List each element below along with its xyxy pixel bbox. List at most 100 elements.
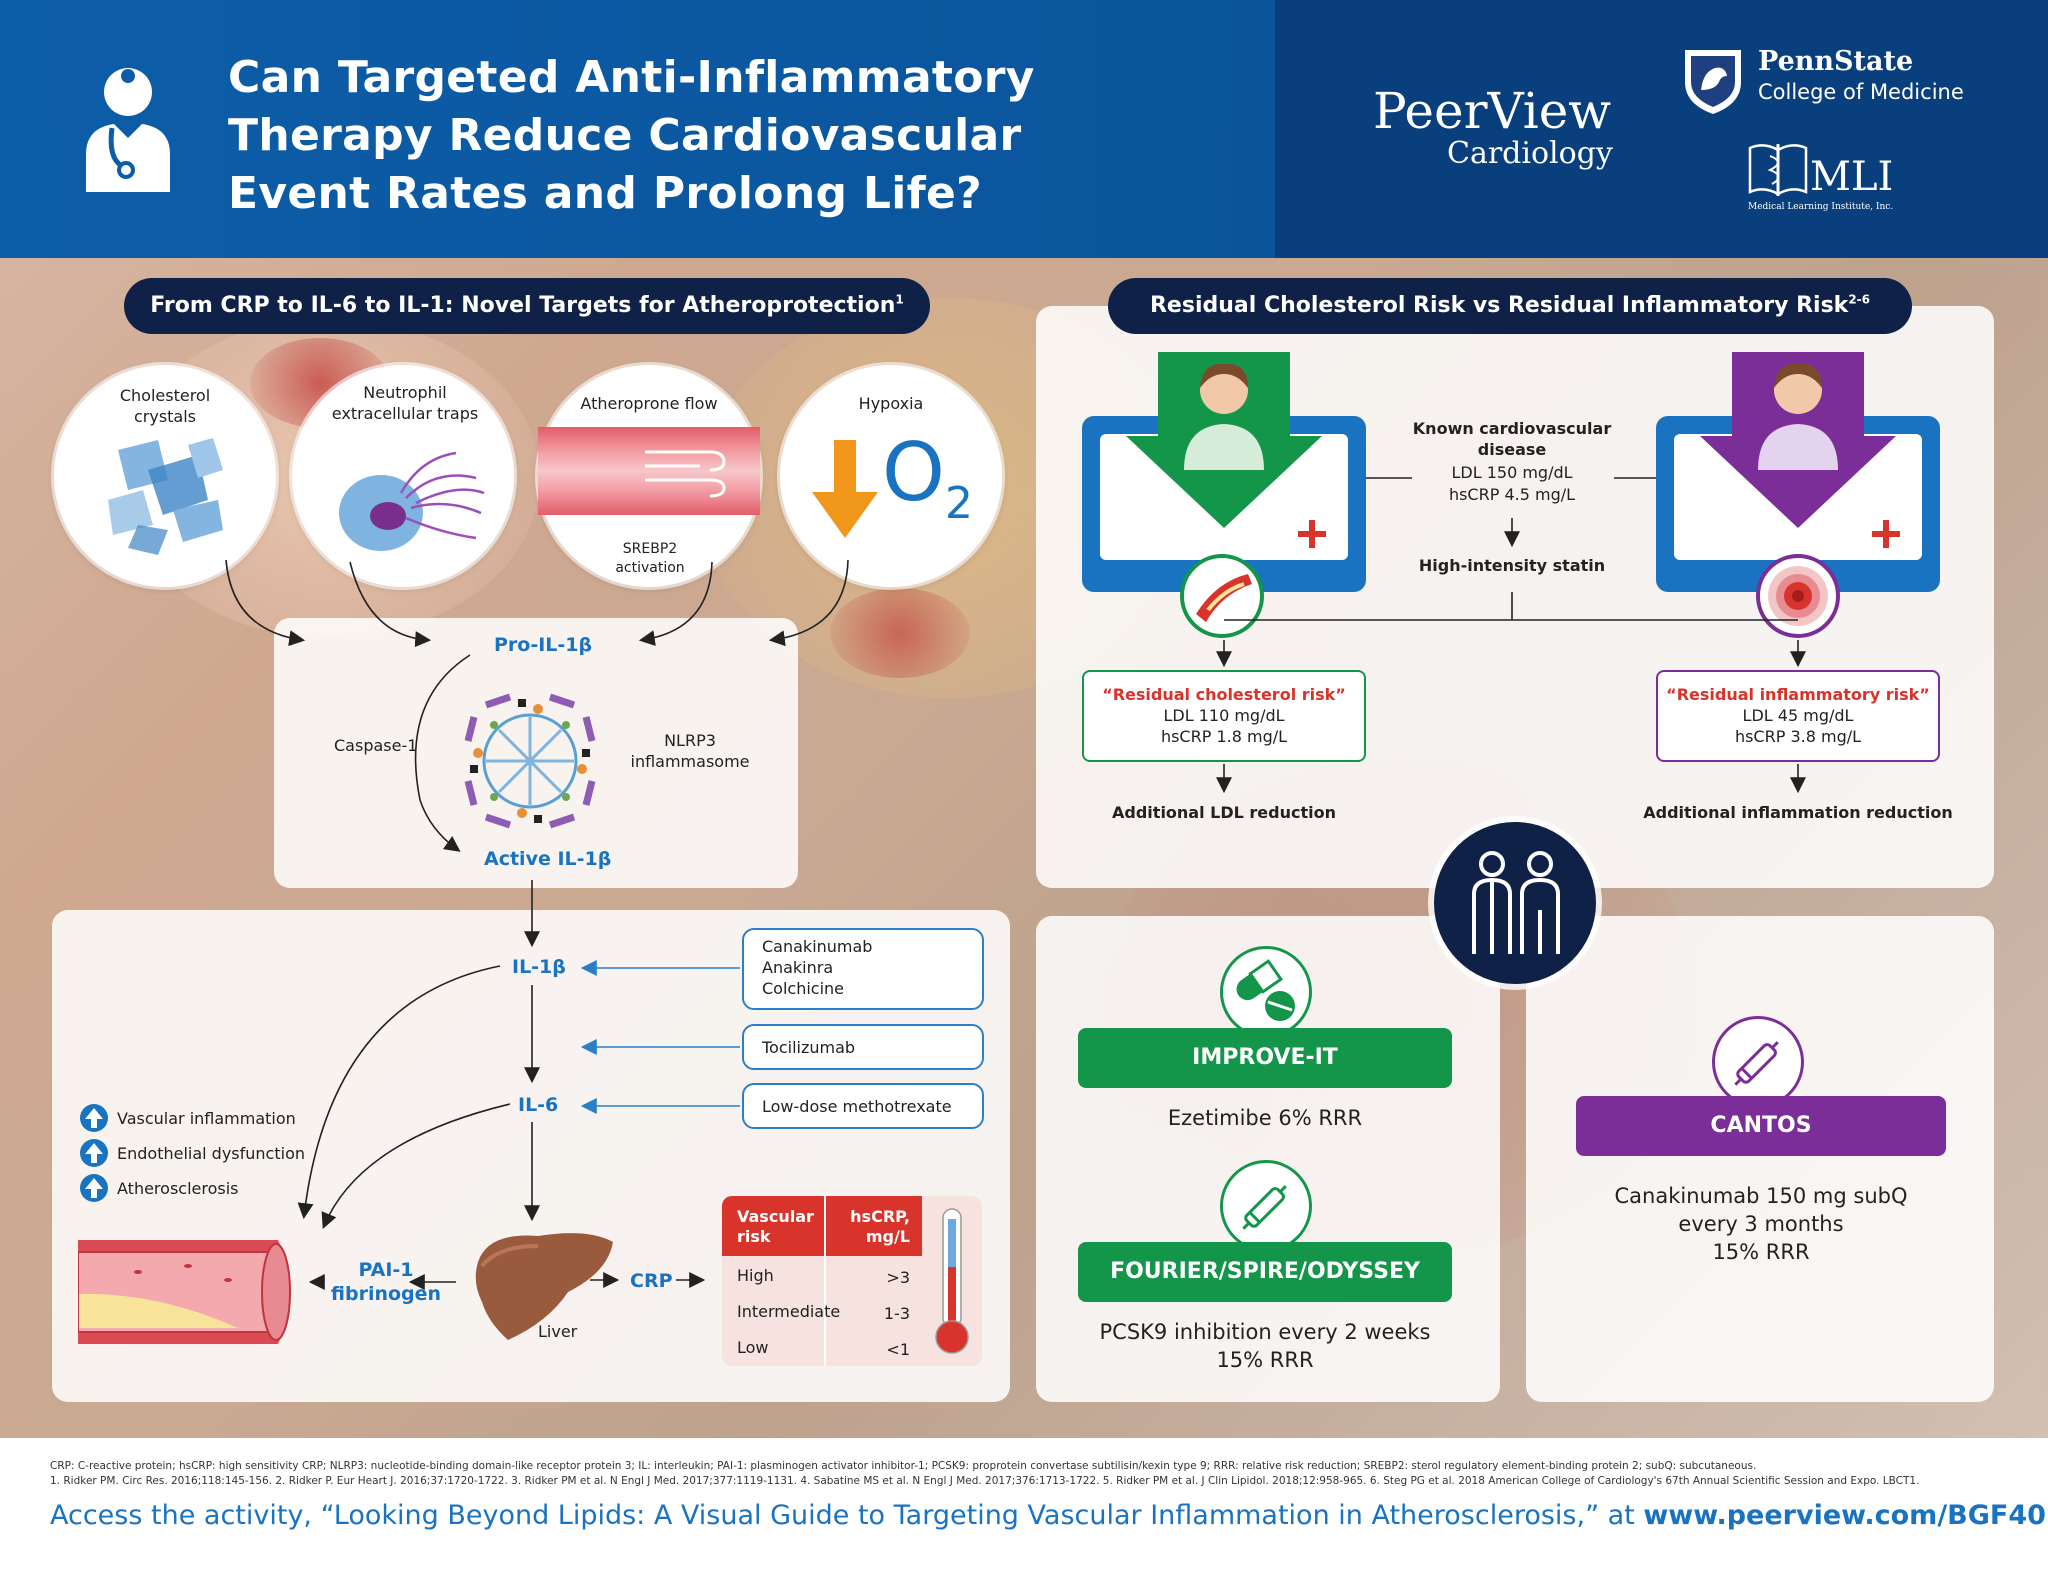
crp-label: CRP [630, 1270, 673, 1292]
peerview-activity-link[interactable]: www.peerview.com/BGF40. [1643, 1500, 2048, 1531]
known-cvd-label: Known cardiovascular disease [1412, 419, 1612, 459]
additional-ldl-reduction-label: Additional LDL reduction [1112, 803, 1336, 822]
il6-label: IL-6 [518, 1094, 559, 1116]
pennstate-shield-icon [1685, 50, 1741, 114]
inflammation-target-icon [1756, 554, 1840, 638]
cantos-trial-bar: CANTOS [1576, 1096, 1946, 1156]
caspase-label: Caspase-1 [334, 736, 418, 755]
injection-pen-icon-circle-green [1220, 1160, 1312, 1252]
trigger-label-flow: Atheroprone flow [580, 394, 718, 413]
drug-canakinumab: Canakinumab [762, 937, 873, 956]
right-heading-ref: 2-6 [1848, 292, 1870, 307]
outcome-vascular-inflammation: Vascular inflammation [117, 1109, 296, 1128]
right-flow-lines [1216, 477, 1806, 794]
infl-risk-crp: hsCRP 3.8 mg/L [1734, 727, 1862, 746]
outcome-atherosclerosis: Atherosclerosis [117, 1179, 239, 1198]
oxygen-symbol: O2 [882, 426, 973, 530]
infl-risk-ldl: LDL 45 mg/dL [1742, 706, 1854, 725]
liver-icon [475, 1233, 613, 1340]
table-row-low-value: <1 [886, 1340, 910, 1359]
residual-cholesterol-risk-box: “Residual cholesterol risk” LDL 110 mg/d… [1082, 670, 1366, 762]
drug-box-tocilizumab: Tocilizumab [742, 1024, 984, 1070]
flow-arrows-icon [645, 450, 726, 498]
doctor-patient-icon [1472, 851, 1560, 954]
infl-risk-title: “Residual inflammatory risk” [1666, 685, 1930, 704]
header-logo-area [1275, 0, 2048, 258]
pills-icon [1236, 959, 1295, 1021]
title-line-2: Therapy Reduce Cardiovascular [228, 110, 1022, 161]
liver-label: Liver [538, 1322, 578, 1341]
cantos-result-line-2: every 3 months [1678, 1212, 1844, 1236]
improve-it-trial-bar: IMPROVE-IT [1078, 1028, 1452, 1088]
left-heading-ref: 1 [895, 292, 904, 307]
cantos-result-line-1: Canakinumab 150 mg subQ [1614, 1184, 1908, 1208]
drug-tocilizumab: Tocilizumab [762, 1038, 856, 1057]
table-row-low-risk: Low [737, 1338, 769, 1357]
plus-icon [1298, 520, 1326, 548]
drug-anakinra: Anakinra [762, 958, 834, 977]
fourier-result-line-2: 15% RRR [1216, 1348, 1314, 1372]
center-ldl-label: LDL 150 mg/dL [1451, 463, 1573, 482]
drug-methotrexate: Low-dose methotrexate [762, 1097, 952, 1116]
table-row-intermediate-risk: Intermediate [737, 1302, 841, 1321]
additional-inflammation-reduction-label: Additional inflammation reduction [1643, 803, 1953, 822]
table-row-high-risk: High [737, 1266, 774, 1285]
plus-icon [1872, 520, 1900, 548]
chol-risk-ldl: LDL 110 mg/dL [1163, 706, 1285, 725]
trigger-label-hypoxia: Hypoxia [858, 394, 924, 413]
cantos-result-line-3: 15% RRR [1712, 1240, 1810, 1264]
mli-logo-sub: Medical Learning Institute, Inc. [1748, 202, 1894, 212]
chol-risk-title: “Residual cholesterol risk” [1102, 685, 1346, 704]
right-section-heading: Residual Cholesterol Risk vs Residual In… [1108, 278, 1912, 334]
outcome-endothelial-dysfunction: Endothelial dysfunction [117, 1144, 305, 1163]
inflammation-trial-panel [1526, 916, 1994, 1402]
left-section-heading: From CRP to IL-6 to IL-1: Novel Targets … [124, 278, 930, 334]
footer [0, 1438, 2048, 1583]
drug-box-methotrexate: Low-dose methotrexate [742, 1083, 984, 1129]
green-down-arrow-icon [1126, 352, 1322, 528]
center-hscrp-label: hsCRP 4.5 mg/L [1448, 485, 1576, 504]
active-il1b-label: Active IL-1β [484, 848, 612, 870]
purple-down-arrow-icon [1700, 352, 1896, 528]
vessel-flow-graphic [538, 427, 760, 515]
il1b-label: IL-1β [512, 956, 566, 978]
thermometer-icon [935, 1208, 969, 1354]
footnote-abbreviations: CRP: C-reactive protein; hsCRP: high sen… [50, 1460, 1757, 1472]
peerview-logo: PeerView [1373, 82, 1612, 140]
footnote-references: 1. Ridker PM. Circ Res. 2016;118:145-156… [50, 1475, 1920, 1487]
up-arrow-glyphs [85, 1108, 103, 1198]
pai-fibrinogen-label: PAI-1 fibrinogen [330, 1259, 442, 1305]
drug-colchicine: Colchicine [762, 979, 845, 998]
fourier-spire-odyssey-trial-bar: FOURIER/SPIRE/ODYSSEY [1078, 1242, 1452, 1302]
chol-risk-crp: hsCRP 1.8 mg/L [1160, 727, 1288, 746]
trigger-hypoxia [780, 365, 1002, 587]
trigger-neutrophil-traps [292, 365, 514, 587]
improve-it-result: Ezetimibe 6% RRR [1167, 1106, 1363, 1130]
artery-plaque-icon [78, 1240, 291, 1344]
pennstate-logo: PennState [1758, 46, 1914, 77]
artery-cholesterol-icon [1180, 554, 1264, 638]
inflammasome-icon [464, 693, 596, 829]
mli-caduceus-icon [1748, 144, 1808, 196]
access-activity-line: Access the activity, “Looking Beyond Lip… [50, 1500, 2048, 1531]
high-intensity-statin-label: High-intensity statin [1418, 556, 1606, 575]
title-line-3: Event Rates and Prolong Life? [228, 168, 982, 219]
crystals-icon [108, 438, 223, 555]
drug-box-il1-inhibitors: Canakinumab Anakinra Colchicine [742, 928, 984, 1010]
injection-pen-icon [1734, 1041, 1779, 1086]
pro-il1b-label: Pro-IL-1β [494, 634, 593, 656]
title-line-1: Can Targeted Anti-Inflammatory [228, 52, 1035, 103]
neutrophil-icon [339, 451, 485, 551]
table-row-intermediate-value: 1-3 [883, 1304, 910, 1323]
trigger-sub-srebp2: SREBP2 activation [615, 541, 685, 576]
mli-logo: MLI [1810, 154, 1894, 200]
fourier-result-line-1: PCSK9 inhibition every 2 weeks [1099, 1320, 1431, 1344]
down-arrow-icon [812, 440, 878, 538]
table-row-high-value: >3 [886, 1268, 910, 1287]
table-header-risk: Vascular risk [737, 1207, 814, 1246]
nlrp3-label: NLRP3 inflammasome [630, 731, 750, 771]
peerview-logo-sub: Cardiology [1447, 136, 1613, 171]
doctor-icon [86, 68, 170, 192]
doctor-patient-badge [1434, 822, 1596, 984]
residual-inflammatory-risk-box: “Residual inflammatory risk” LDL 45 mg/d… [1656, 670, 1940, 762]
